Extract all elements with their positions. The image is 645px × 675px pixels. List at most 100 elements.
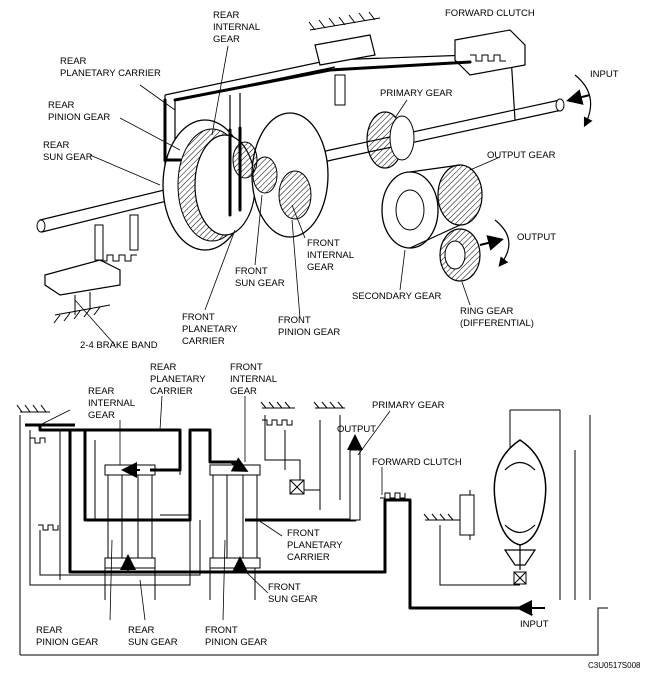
bottom-power-flow	[25, 423, 530, 610]
bottom-label-forward-clutch: FORWARD CLUTCH	[372, 457, 462, 468]
label-line: SUN GEAR	[128, 637, 178, 648]
top-label-rear-pinion-gear: REAR PINION GEAR	[48, 100, 110, 123]
input-rotation-arrow	[574, 74, 593, 128]
brake-band-shape	[44, 259, 121, 296]
ring-gear-inner	[444, 240, 466, 270]
torque-converter	[493, 439, 547, 546]
rear-pinion-left	[107, 474, 123, 559]
label-line: SUN GEAR	[268, 594, 318, 605]
ground-hatch-mid-1	[260, 401, 295, 409]
bottom-label-rear-internal-gear: REAR INTERNAL GEAR	[88, 386, 135, 421]
torque-converter-inner	[503, 461, 537, 570]
input-arrow	[566, 89, 591, 105]
forward-clutch-teeth	[470, 54, 506, 62]
output-gear-drum	[409, 164, 461, 249]
bottom-label-front-sun-gear: FRONT SUN GEAR	[268, 582, 318, 605]
front-pinion-right	[242, 474, 258, 559]
top-label-ring-gear: RING GEAR (DIFFERENTIAL)	[460, 306, 534, 329]
bottom-label-front-pinion-gear: FRONT PINION GEAR	[205, 625, 267, 648]
bottom-label-front-internal-gear: FRONT INTERNAL GEAR	[230, 362, 277, 397]
output-arrow	[479, 235, 504, 251]
label-line: OUTPUT	[337, 424, 376, 435]
label-line: (DIFFERENTIAL)	[460, 318, 534, 329]
one-way-clutch-x	[289, 479, 305, 495]
bottom-leader-lines	[39, 395, 534, 621]
label-line: REAR	[213, 10, 240, 21]
top-label-output-gear: OUTPUT GEAR	[487, 150, 556, 161]
top-label-forward-clutch: FORWARD CLUTCH	[445, 8, 535, 19]
label-line: GEAR	[230, 386, 257, 397]
brake-post	[74, 292, 91, 315]
front-pinion-bottom	[209, 557, 261, 569]
output-gear-shape	[437, 164, 483, 226]
top-label-rear-internal-gear: REAR INTERNAL GEAR	[213, 10, 260, 45]
label-line: INTERNAL	[88, 398, 135, 409]
bottom-label-rear-sun-gear: REAR SUN GEAR	[128, 625, 178, 648]
carrier-link	[229, 93, 241, 130]
label-line: SUN GEAR	[43, 152, 93, 163]
label-line: CARRIER	[182, 336, 225, 347]
primary-gear-shape-2	[389, 115, 415, 161]
label-line: FORWARD CLUTCH	[445, 8, 535, 19]
label-line: FRONT	[230, 362, 263, 373]
top-label-brake-band: 2-4 BRAKE BAND	[80, 340, 158, 351]
bottom-label-primary-gear: PRIMARY GEAR	[372, 400, 445, 411]
label-line: REAR	[48, 100, 75, 111]
label-line: FRONT	[287, 528, 320, 539]
label-line: PLANETARY CARRIER	[60, 68, 161, 79]
label-line: INTERNAL	[230, 374, 277, 385]
top-illustration: REAR INTERNAL GEAR FORWARD CLUTCH REAR P…	[36, 8, 619, 351]
schematic-top-ground	[16, 404, 50, 413]
ground-hatch-right	[423, 513, 455, 521]
rear-pinion-right	[137, 474, 153, 559]
secondary-gear-inner	[395, 189, 425, 231]
top-power-flow	[163, 60, 472, 217]
label-line: REAR	[60, 56, 87, 67]
ground-hatch-mid-2	[313, 401, 345, 409]
shaft-input-end	[555, 98, 565, 112]
label-line: PINION GEAR	[205, 637, 267, 648]
top-leader-lines	[74, 45, 501, 346]
label-line: GEAR	[213, 34, 240, 45]
label-line: PRIMARY GEAR	[380, 88, 453, 99]
top-label-front-pinion-gear: FRONT PINION GEAR	[278, 315, 340, 338]
top-support-pin	[334, 74, 346, 106]
rear-pinion-shape	[232, 141, 258, 179]
forward-clutch-shape	[454, 29, 526, 76]
front-pinion-left	[212, 474, 228, 559]
brake-band-teeth	[95, 254, 137, 262]
label-line: RING GEAR	[460, 306, 513, 317]
label-line: FRONT	[268, 582, 301, 593]
bottom-schematic: REAR PLANETARY CARRIER FRONT INTERNAL GE…	[16, 362, 608, 656]
left-post-1	[94, 224, 104, 261]
input-one-way-x	[513, 571, 527, 585]
label-line: PINION GEAR	[36, 637, 98, 648]
front-brake-pack	[262, 419, 293, 426]
rear-clutch-pack-left	[30, 437, 46, 444]
top-label-rear-sun-gear: REAR SUN GEAR	[43, 140, 93, 163]
label-line: PINION GEAR	[48, 112, 110, 123]
label-line: REAR	[43, 140, 70, 151]
top-label-secondary-gear: SECONDARY GEAR	[352, 291, 442, 302]
label-line: REAR	[128, 625, 155, 636]
rear-pinion-bottom	[104, 557, 156, 569]
top-label-rear-planetary-carrier: REAR PLANETARY CARRIER	[60, 56, 161, 79]
label-line: INTERNAL	[213, 22, 260, 33]
top-label-output: OUTPUT	[517, 232, 556, 243]
output-rotation-arrow	[494, 219, 510, 267]
label-line: CARRIER	[287, 552, 330, 563]
top-ground-hatch	[308, 11, 381, 31]
label-line: REAR	[36, 625, 63, 636]
brake-ground-hatch	[53, 304, 111, 324]
label-line: FRONT	[182, 312, 215, 323]
top-label-primary-gear: PRIMARY GEAR	[380, 88, 453, 99]
label-line: REAR	[150, 362, 177, 373]
label-line: INTERNAL	[307, 250, 354, 261]
label-line: FRONT	[307, 238, 340, 249]
front-pinion-top	[209, 464, 261, 476]
label-line: GEAR	[88, 410, 115, 421]
rear-clutch-pack-mid	[38, 524, 59, 531]
forward-clutch-pack	[380, 492, 406, 499]
figure-code: C3U0517S008	[588, 661, 641, 670]
